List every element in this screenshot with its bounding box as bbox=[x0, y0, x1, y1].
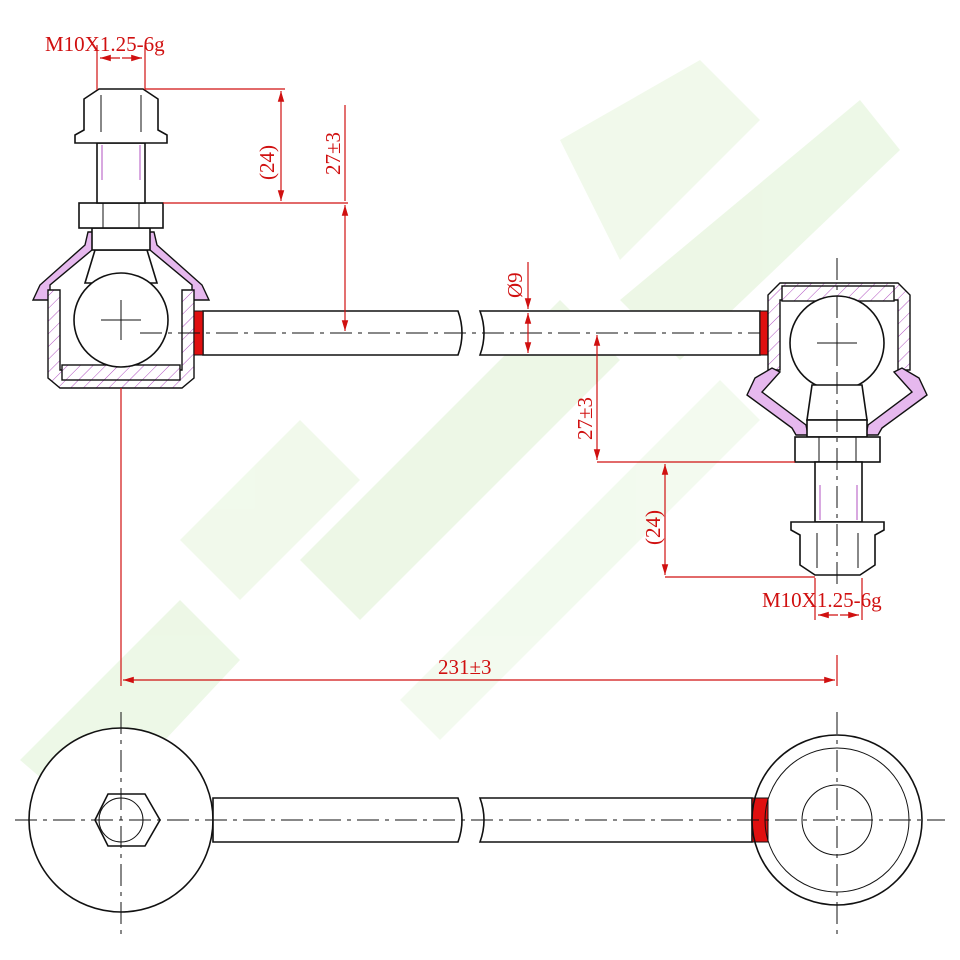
thread-spec-bottom: M10X1.25-6g bbox=[762, 588, 882, 612]
right-ball-joint bbox=[746, 258, 928, 585]
right-red-ring bbox=[759, 310, 769, 356]
overall-length: 231±3 bbox=[438, 655, 492, 679]
watermark-logo bbox=[20, 60, 900, 820]
height-bottom: 27±3 bbox=[573, 397, 597, 440]
dimension-lines bbox=[96, 45, 863, 686]
stud-length-top: (24) bbox=[255, 145, 279, 180]
stud-length-bottom: (24) bbox=[641, 510, 665, 545]
rod-side-view bbox=[140, 310, 769, 356]
thread-spec-top: M10X1.25-6g bbox=[45, 32, 165, 56]
left-ball-joint bbox=[31, 88, 211, 389]
rod-diameter: Ø9 bbox=[503, 272, 527, 298]
height-top: 27±3 bbox=[321, 132, 345, 175]
top-view bbox=[15, 712, 945, 935]
